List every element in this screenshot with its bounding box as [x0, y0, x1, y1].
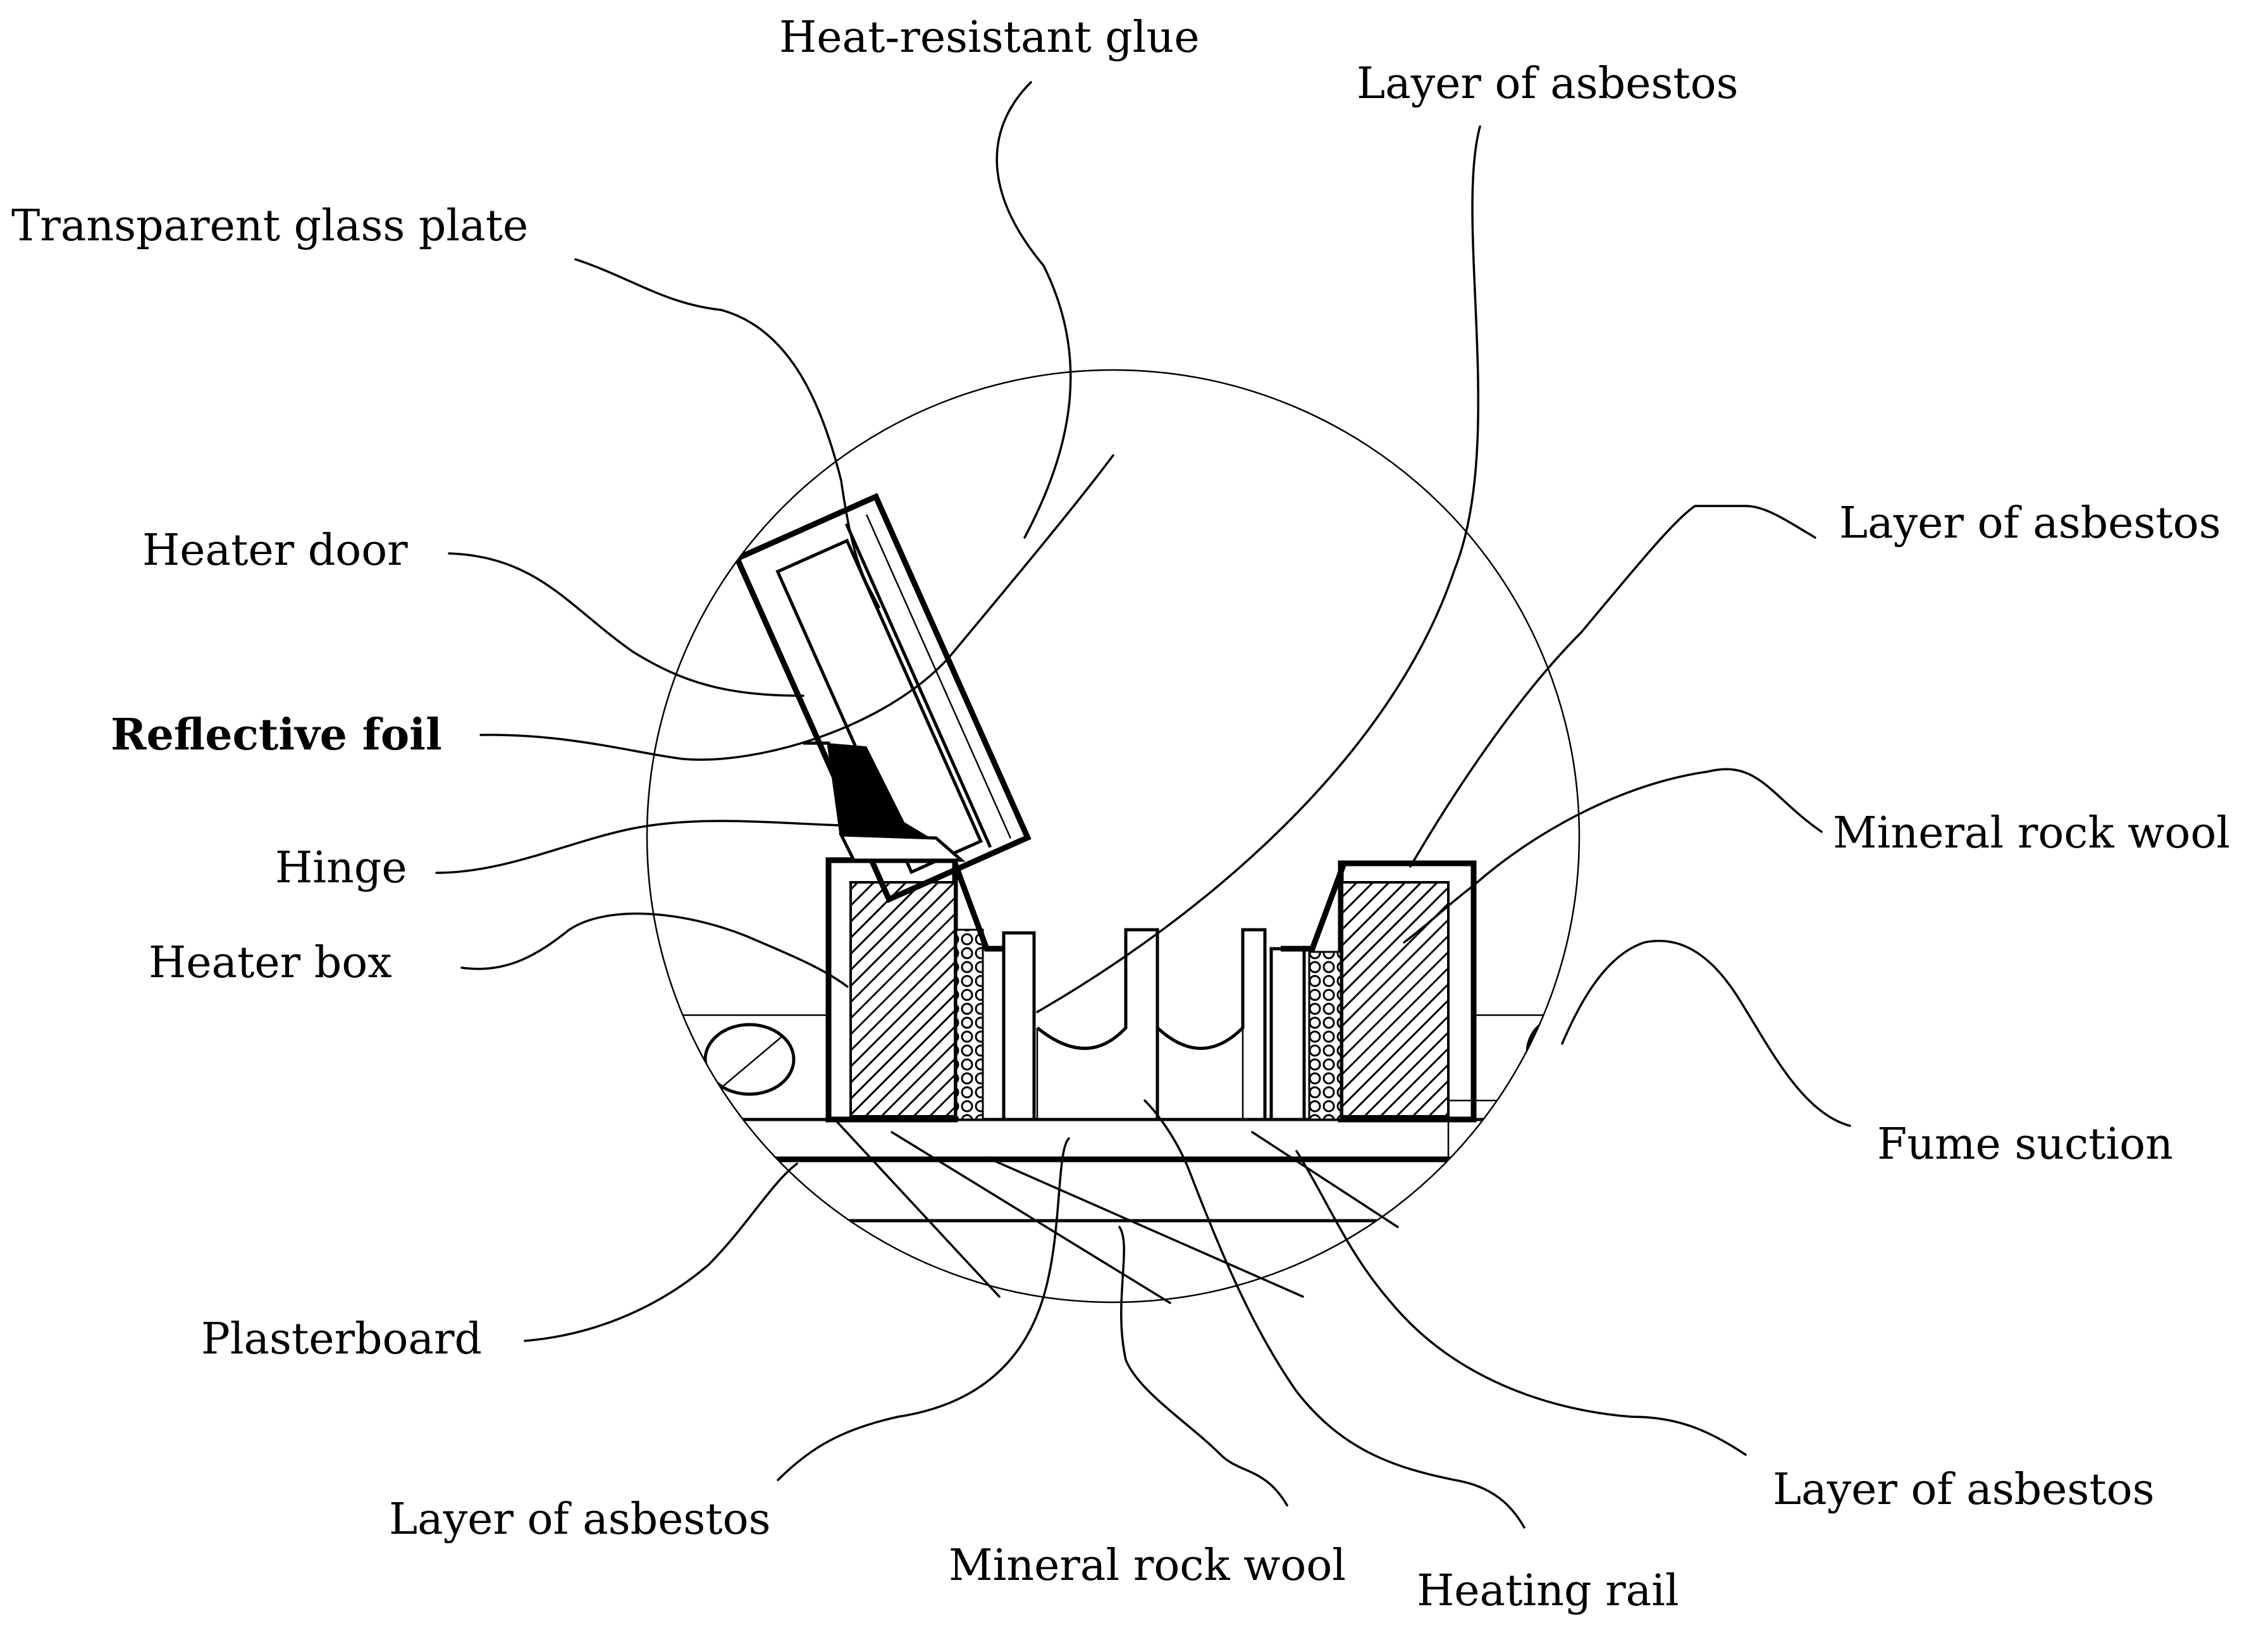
leader-lines — [435, 81, 1851, 1529]
label-layer-of-asbestos-bottom-right: Layer of asbestos — [1773, 1465, 2154, 1515]
leader-hinge — [435, 820, 842, 874]
leader-heater-door — [448, 552, 804, 697]
leader-heating-rail — [1143, 1099, 1525, 1529]
label-plasterboard: Plasterboard — [201, 1314, 482, 1364]
leader-layer-of-asbestos-bottom-right — [1295, 1150, 1747, 1456]
right-asbestos-cells — [1308, 951, 1342, 1121]
label-heat-resistant-glue: Heat-resistant glue — [779, 13, 1200, 63]
label-heater-door: Heater door — [142, 526, 408, 576]
hinge-hatch — [829, 743, 936, 848]
label-reflective-foil: Reflective foil — [111, 710, 442, 760]
label-layer-of-asbestos-right: Layer of asbestos — [1839, 498, 2221, 548]
heating-rail-center — [1036, 928, 1267, 1121]
leader-transparent-glass-plate — [574, 258, 880, 608]
label-transparent-glass-plate: Transparent glass plate — [11, 201, 528, 251]
label-mineral-rock-wool-bottom: Mineral rock wool — [949, 1541, 1346, 1591]
leader-layer-of-asbestos-bottom-left — [777, 1137, 1070, 1481]
left-rock-wool — [849, 881, 956, 1118]
leader-reflective-foil — [479, 454, 1114, 761]
label-mineral-rock-wool-right: Mineral rock wool — [1833, 808, 2230, 858]
label-fume-suction: Fume suction — [1877, 1119, 2173, 1169]
leader-plasterboard — [524, 1162, 798, 1342]
leader-mineral-rock-wool-bottom — [1118, 1226, 1288, 1507]
fume-pipe-right — [1525, 1016, 1579, 1090]
left-asbestos-cells — [955, 928, 984, 1121]
label-layer-of-asbestos-top: Layer of asbestos — [1357, 59, 1738, 109]
label-layer-of-asbestos-bottom-left: Layer of asbestos — [389, 1495, 770, 1545]
leader-heater-box — [460, 912, 849, 988]
leader-layer-of-asbestos-top — [1036, 125, 1481, 1013]
label-heating-rail: Heating rail — [1417, 1566, 1679, 1616]
leader-mineral-rock-wool-right — [1403, 768, 1823, 944]
label-hinge: Hinge — [275, 843, 407, 893]
right-rock-wool — [1341, 881, 1450, 1118]
labels: Heat-resistant glue Layer of asbestos Tr… — [11, 13, 2230, 1616]
leader-heat-resistant-glue — [995, 81, 1072, 539]
leader-layer-of-asbestos-right — [1409, 505, 1816, 868]
label-heater-box: Heater box — [149, 938, 392, 988]
heater-assembly — [647, 493, 1579, 1223]
leader-fume-suction — [1561, 939, 1851, 1127]
hinge-block — [838, 833, 966, 862]
right-rail — [1269, 947, 1306, 1121]
detail-circle — [646, 369, 1581, 1304]
left-rail — [1002, 931, 1036, 1121]
fume-pipe-left — [703, 1023, 796, 1096]
